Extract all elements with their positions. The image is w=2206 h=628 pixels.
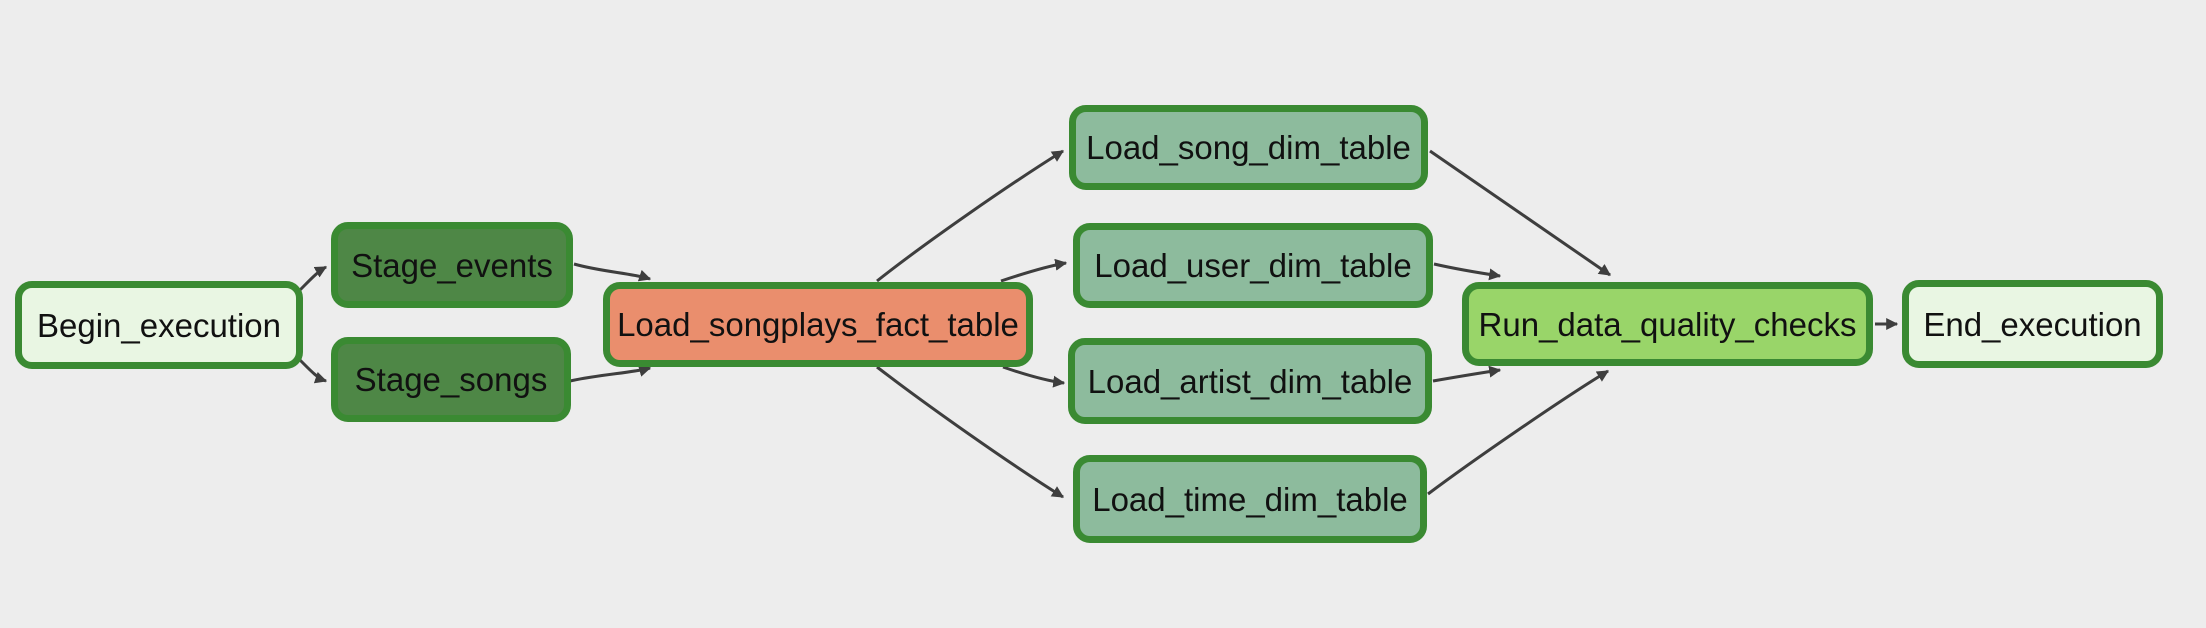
task-label: End_execution (1923, 305, 2142, 343)
task-label: Run_data_quality_checks (1478, 305, 1857, 343)
task-node-begin_execution[interactable]: Begin_execution (15, 281, 303, 369)
task-label: Load_user_dim_table (1094, 247, 1412, 284)
task-label: Load_songplays_fact_table (617, 306, 1019, 343)
task-node-load_song_dim_table[interactable]: Load_song_dim_table (1069, 105, 1428, 190)
task-node-stage_events[interactable]: Stage_events (331, 222, 573, 308)
edge-stage_events-to-load_songplays_fact_table (573, 262, 652, 282)
edge-load_time_dim_table-to-run_data_quality_checks (1427, 369, 1610, 496)
edge-load_songplays_fact_table-to-load_time_dim_table (876, 365, 1065, 499)
task-node-run_data_quality_checks[interactable]: Run_data_quality_checks (1462, 282, 1873, 366)
edge-load_songplays_fact_table-to-load_user_dim_table (1000, 258, 1068, 283)
edge-load_song_dim_table-to-run_data_quality_checks (1429, 149, 1611, 277)
edge-begin_execution-to-stage_events (297, 265, 328, 293)
task-label: Stage_events (351, 246, 553, 284)
task-node-load_user_dim_table[interactable]: Load_user_dim_table (1073, 223, 1433, 308)
task-label: Begin_execution (36, 306, 282, 344)
task-label: Load_song_dim_table (1086, 129, 1411, 166)
task-label: Load_time_dim_table (1092, 480, 1408, 518)
edge-load_songplays_fact_table-to-load_artist_dim_table (1002, 365, 1066, 388)
edge-stage_songs-to-load_songplays_fact_table (569, 365, 652, 383)
task-node-stage_songs[interactable]: Stage_songs (331, 337, 571, 422)
task-node-load_artist_dim_table[interactable]: Load_artist_dim_table (1068, 338, 1432, 424)
edge-load_user_dim_table-to-run_data_quality_checks (1433, 262, 1502, 281)
edge-load_songplays_fact_table-to-load_song_dim_table (876, 149, 1065, 283)
task-node-load_time_dim_table[interactable]: Load_time_dim_table (1073, 455, 1427, 543)
task-label: Load_artist_dim_table (1087, 362, 1413, 400)
task-node-load_songplays_fact_table[interactable]: Load_songplays_fact_table (603, 282, 1033, 367)
task-node-end_execution[interactable]: End_execution (1902, 280, 2163, 368)
edge-begin_execution-to-stage_songs (297, 357, 328, 384)
task-label: Stage_songs (354, 361, 548, 398)
edge-load_artist_dim_table-to-run_data_quality_checks (1432, 365, 1502, 383)
